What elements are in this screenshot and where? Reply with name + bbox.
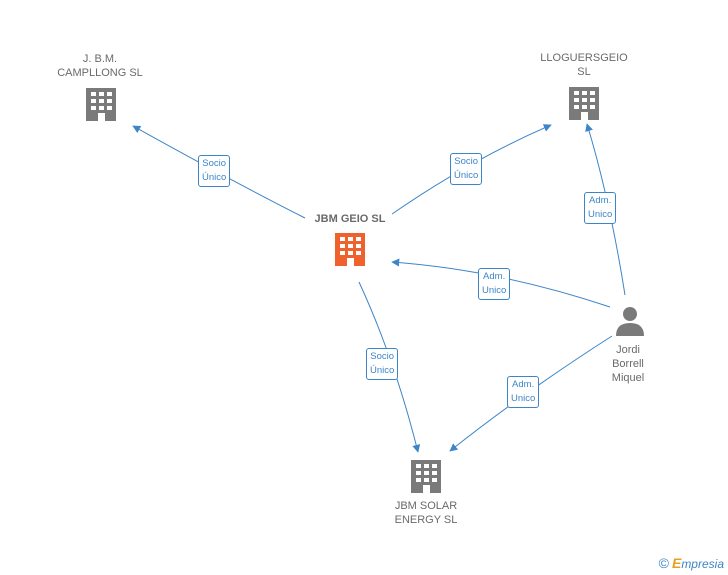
building-icon[interactable] [569, 87, 599, 120]
node-label-jbm-solar[interactable]: JBM SOLAR ENERGY SL [394, 500, 458, 526]
copyright-symbol: © [658, 555, 669, 571]
footer-brand[interactable]: ©Empresia [659, 555, 724, 571]
node-label-lloguersgeio[interactable]: LLOGUERSGEIO SL [540, 52, 628, 78]
building-icon-main[interactable] [335, 233, 365, 266]
edge-label-socio-unico: Socio Único [198, 155, 231, 187]
node-label-jbm-geio[interactable]: JBM GEIO SL [314, 213, 386, 225]
edge-label-socio-unico: Socio Único [366, 348, 399, 380]
building-icon[interactable] [411, 460, 441, 493]
edge-label-adm-unico: Adm. Unico [507, 376, 540, 408]
edge-label-adm-unico: Adm. Unico [584, 192, 617, 224]
person-icon[interactable] [616, 307, 644, 336]
edge-label-socio-unico: Socio Único [450, 153, 483, 185]
node-label-jordi[interactable]: Jordi Borrell Miquel [611, 344, 645, 384]
brand-name: mpresia [681, 557, 724, 571]
node-label-jbm-camplong[interactable]: J. B.M. CAMPLLONG SL [57, 53, 143, 79]
edge-label-adm-unico: Adm. Unico [478, 268, 511, 300]
building-icon[interactable] [86, 88, 116, 121]
brand-logo-letter: E [671, 555, 682, 571]
